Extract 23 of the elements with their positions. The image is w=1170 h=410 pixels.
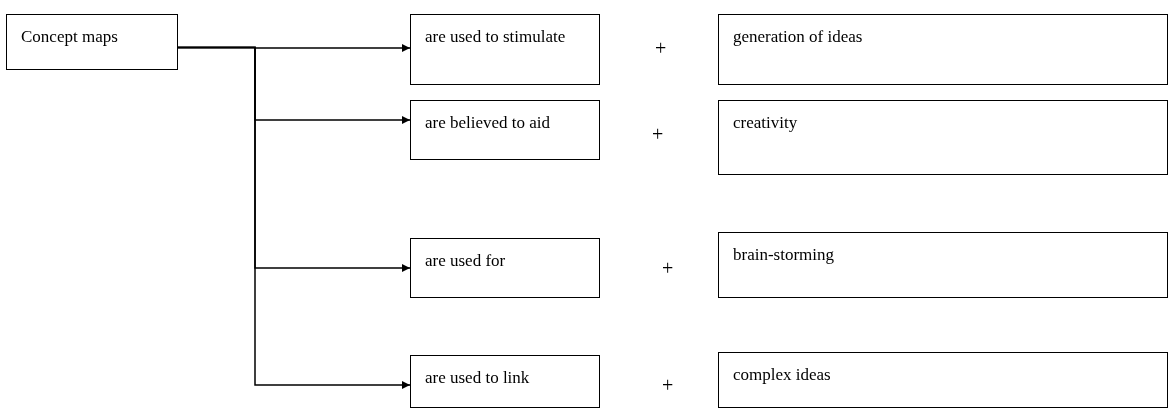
box-text: are used for: [425, 251, 506, 270]
text-box: [718, 14, 1168, 85]
box-text: generation of ideas: [733, 27, 863, 46]
plus-sign: +: [655, 38, 667, 58]
plus-sign: +: [662, 375, 674, 395]
box-text: creativity: [733, 113, 798, 132]
box-text: brain-storming: [733, 245, 835, 264]
text-box: [410, 355, 600, 408]
box-text: are used to link: [425, 368, 530, 387]
text-box: [6, 14, 178, 70]
text-box: [718, 232, 1168, 298]
plus-sign: +: [662, 258, 674, 278]
text-box: [410, 100, 600, 160]
box-text: Concept maps: [21, 27, 118, 46]
text-box: [718, 100, 1168, 175]
box-text: are believed to aid: [425, 113, 551, 132]
text-box: [718, 352, 1168, 408]
plus-sign: +: [652, 124, 664, 144]
box-text: are used to stimulate: [425, 27, 566, 46]
text-box: [410, 14, 600, 85]
box-text: complex ideas: [733, 365, 831, 384]
text-box: [410, 238, 600, 298]
arrow: [177, 46, 411, 389]
